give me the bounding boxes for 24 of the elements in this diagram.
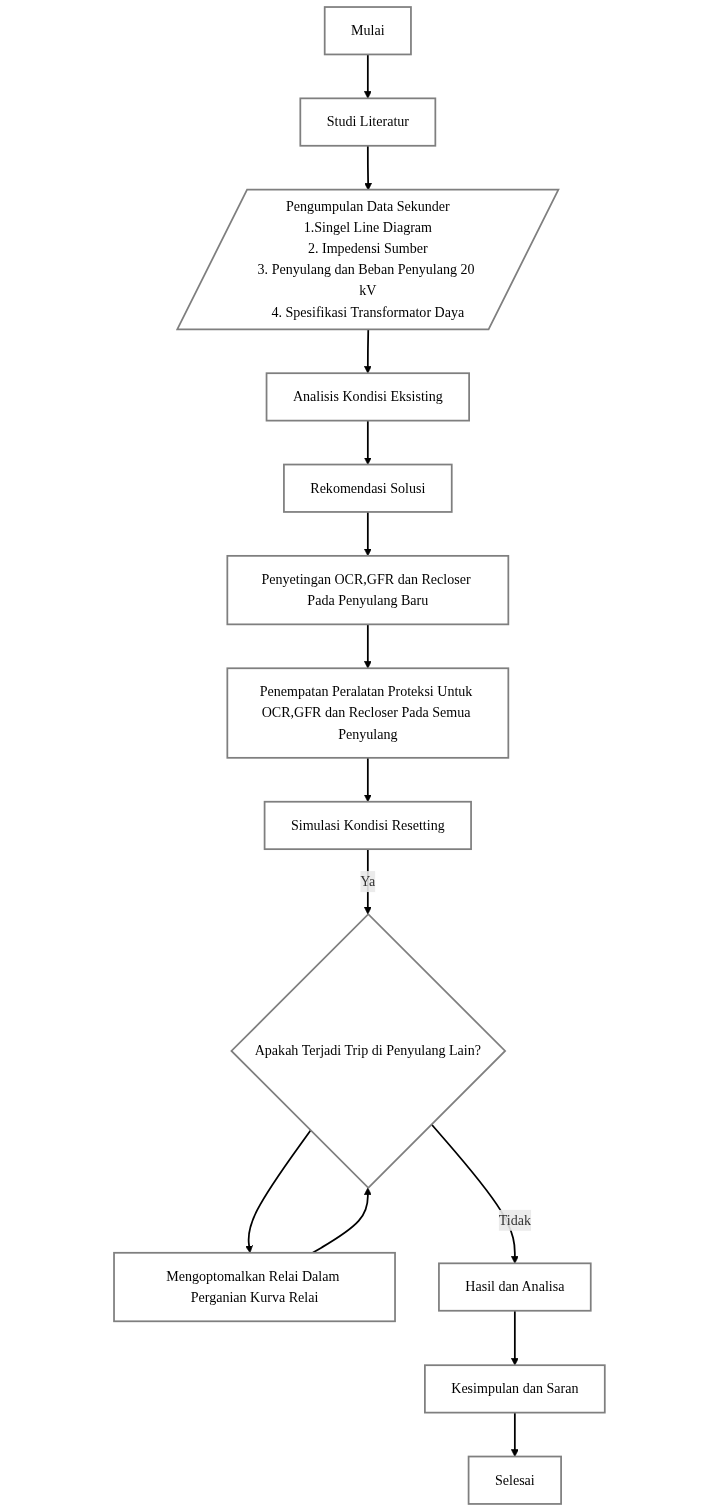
edge-label: Ya	[359, 873, 375, 889]
arrow	[244, 1129, 311, 1254]
node-box: Mengoptomalkan Relai Dalam Perganian Kurva Relai	[112, 1251, 396, 1323]
arrow	[363, 848, 372, 915]
node-diamond: Apakah Terjadi Trip di Penyulang Lain?	[229, 912, 506, 1190]
node-box: Kesimpulan dan Saran	[423, 1364, 606, 1414]
node-box: Rekomendasi Solusi	[282, 463, 453, 513]
arrow	[363, 623, 372, 669]
arrow	[311, 1187, 372, 1254]
node-box: Hasil dan Analisa	[437, 1262, 592, 1312]
node-box: Penempatan Peralatan Proteksi Untuk OCR,GFR dan Recloser Pada Semua Penyulang	[226, 667, 509, 759]
edge-label: Tidak	[498, 1212, 531, 1228]
arrow	[363, 511, 372, 557]
node-box: Penyetingan OCR,GFR dan Recloser Pada Penyulang Baru	[226, 555, 509, 626]
node-box: Analisis Kondisi Eksisting	[265, 372, 470, 422]
arrow	[510, 1309, 519, 1366]
node-box: Simulasi Kondisi Resetting	[263, 800, 472, 851]
node-box: Selesai	[467, 1455, 562, 1505]
arrow	[363, 756, 372, 803]
node-box: Studi Literatur	[299, 97, 436, 147]
arrow	[363, 53, 372, 99]
arrow	[510, 1411, 519, 1457]
arrow	[363, 419, 372, 465]
node-box: Mulai	[323, 6, 412, 56]
